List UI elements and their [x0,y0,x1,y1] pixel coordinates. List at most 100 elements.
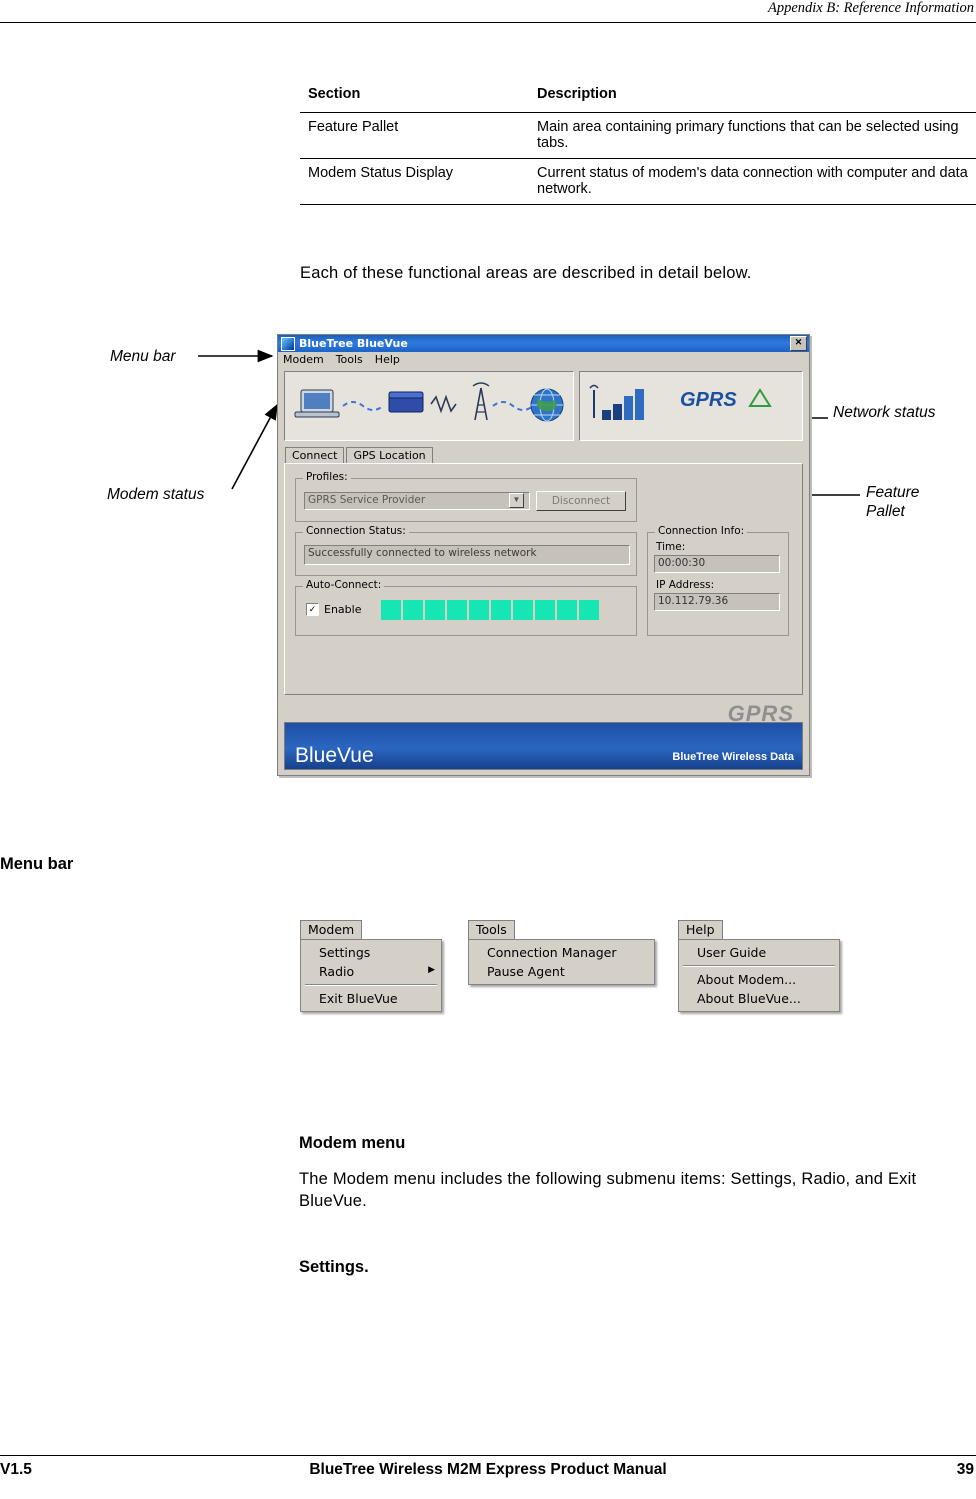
progress-block [425,600,445,620]
progress-block [469,600,489,620]
table-cell-section: Modem Status Display [300,158,529,205]
menu-item-radio[interactable]: Radio ▶ [301,962,441,981]
tab-connect[interactable]: Connect [285,447,345,463]
profiles-group-label: Profiles: [303,471,351,483]
enable-checkbox-wrap[interactable]: ✓ Enable [306,603,361,616]
connection-info-group: Connection Info: Time: 00:00:30 IP Addre… [647,525,789,636]
callout-feature-pallet-line2: Pallet [866,502,905,520]
profile-select[interactable]: GPRS Service Provider [304,492,530,510]
table-cell-description: Main area containing primary functions t… [529,112,976,159]
callout-modem-status: Modem status [107,486,205,503]
page-header: Appendix B: Reference Information [767,0,974,16]
menu-title-modem[interactable]: Modem [300,920,363,940]
close-icon[interactable]: ✕ [790,336,807,351]
heading-menu-bar: Menu bar [0,855,74,873]
connection-status-value: Successfully connected to wireless netwo… [304,545,630,565]
time-label: Time: [656,541,686,553]
modem-menu-dropdown[interactable]: Settings Radio ▶ Exit BlueVue [300,939,442,1012]
window-titlebar: BlueTree BlueVue ✕ [278,335,809,352]
help-menu-dropdown[interactable]: User Guide About Modem... About BlueVue.… [678,939,840,1012]
network-status-display: GPRS [579,371,803,441]
modem-menu-paragraph: The Modem menu includes the following su… [299,1170,917,1211]
check-icon[interactable]: ✓ [306,603,319,616]
profiles-group: Profiles: GPRS Service Provider ▼ Discon… [295,471,637,522]
modem-status-display [284,371,574,441]
time-value: 00:00:30 [654,555,780,573]
tools-menu-dropdown[interactable]: Connection Manager Pause Agent [468,939,655,985]
menu-title-tools[interactable]: Tools [468,920,515,940]
menu-item-about-bluevue[interactable]: About BlueVue... [697,991,801,1006]
chevron-down-icon[interactable]: ▼ [509,493,524,508]
menu-item-about-modem[interactable]: About Modem... [697,972,797,987]
menu-separator [683,965,835,967]
app-icon [281,336,295,351]
progress-block [403,600,423,620]
menu-bar-screenshot: Modem Settings Radio ▶ Exit BlueVue Tool… [300,920,845,1040]
table-row: Modem Status Display Current status of m… [300,158,976,205]
menu-item-connection-manager[interactable]: Connection Manager [487,945,617,960]
gprs-watermark: GPRS [727,701,794,726]
footer-version: V1.5 [0,1461,32,1478]
progress-block [557,600,577,620]
titlebar-left: BlueTree BlueVue [281,336,408,351]
footer-page-number: 39 [956,1461,974,1478]
feature-pallet: Profiles: GPRS Service Provider ▼ Discon… [284,463,803,695]
progress-block [535,600,555,620]
bluevue-brand: BlueVue [295,744,374,767]
footer-title: BlueTree Wireless M2M Express Product Ma… [309,1461,667,1478]
modem-status-graphic [294,382,564,422]
progress-block [491,600,511,620]
auto-connect-label: Auto-Connect: [303,579,385,591]
tools-menu-column: Tools Connection Manager Pause Agent [468,920,655,985]
intro-paragraph: Each of these functional areas are descr… [300,264,752,282]
bluevue-window-screenshot: BlueTree BlueVue ✕ Modem Tools Help [277,334,810,776]
footer-rule [0,1455,976,1456]
menu-item-settings[interactable]: Settings [319,945,371,960]
menu-item-user-guide[interactable]: User Guide [697,945,767,960]
section-description-table: Section Description Feature Pallet Main … [300,80,976,205]
menu-item-exit-bluevue[interactable]: Exit BlueVue [319,991,398,1006]
table-cell-section: Feature Pallet [300,112,529,159]
modem-menu-column: Modem Settings Radio ▶ Exit BlueVue [300,920,442,1012]
table-header-section: Section [300,80,529,113]
auto-connect-progress [381,600,599,620]
table-header-row: Section Description [300,80,976,113]
ip-address-label: IP Address: [656,579,715,591]
help-menu-column: Help User Guide About Modem... About Blu… [678,920,840,1012]
connection-status-label: Connection Status: [303,525,409,537]
window-footer-bar: GPRS BlueVue BlueTree Wireless Data [284,701,803,770]
menu-item-radio-label: Radio [319,964,355,979]
menu-item-modem[interactable]: Modem [283,353,324,366]
menu-item-help[interactable]: Help [374,353,400,366]
heading-settings: Settings. [299,1258,369,1276]
callout-feature-pallet-line1: Feature [866,484,920,501]
heading-modem-menu: Modem menu [299,1134,406,1152]
status-row: GPRS [278,367,809,441]
window-title: BlueTree BlueVue [299,337,408,350]
feature-pallet-tabs[interactable]: Connect GPS Location [278,441,809,463]
signal-strength-icon: GPRS [589,384,772,420]
disconnect-button[interactable]: Disconnect [536,491,626,511]
progress-block [381,600,401,620]
tab-gps-location[interactable]: GPS Location [346,447,433,463]
callout-menu-bar: Menu bar [110,348,176,365]
menu-separator [305,984,437,986]
bluetree-brand: BlueTree Wireless Data [672,751,794,763]
submenu-arrow-icon: ▶ [428,965,435,975]
ip-address-value: 10.112.79.36 [654,593,780,611]
callout-feature-pallet: Feature Pallet [866,484,919,521]
table-header-description: Description [529,80,976,113]
progress-block [579,600,599,620]
enable-label: Enable [324,603,362,616]
table-row: Feature Pallet Main area containing prim… [300,112,976,159]
table-cell-description: Current status of modem's data connectio… [529,158,976,205]
menu-title-help[interactable]: Help [678,920,723,940]
window-menubar[interactable]: Modem Tools Help [278,352,809,367]
connection-info-label: Connection Info: [655,525,748,537]
svg-text:GPRS: GPRS [680,389,737,411]
menu-item-pause-agent[interactable]: Pause Agent [487,964,565,979]
header-rule [0,22,976,23]
progress-block [447,600,467,620]
menu-item-tools[interactable]: Tools [335,353,363,366]
